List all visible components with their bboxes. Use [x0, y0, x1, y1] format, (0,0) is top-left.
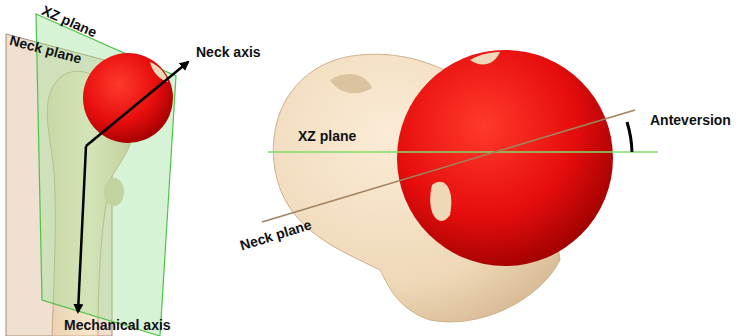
mechanical-axis-arrow [78, 146, 86, 312]
bone-patch [150, 62, 168, 82]
femoral-head-sphere [83, 53, 173, 143]
xz-plane [36, 14, 176, 336]
axis-label: Neck axis [196, 44, 261, 60]
neck-plane-line [262, 110, 635, 222]
plane-label: Neck plane [238, 216, 313, 253]
femoral-head-sphere [397, 50, 613, 266]
bone-patch [430, 182, 451, 221]
anteversion-angle-arc [627, 122, 632, 152]
angle-label: Anteversion [650, 112, 731, 128]
bone-patch [470, 52, 500, 65]
bone-shading [330, 74, 372, 93]
axis-label: Mechanical axis [64, 317, 171, 333]
plane-label: XZ plane [298, 128, 356, 144]
neck-axis-arrow [86, 62, 188, 146]
xz-plane-line [268, 151, 658, 153]
